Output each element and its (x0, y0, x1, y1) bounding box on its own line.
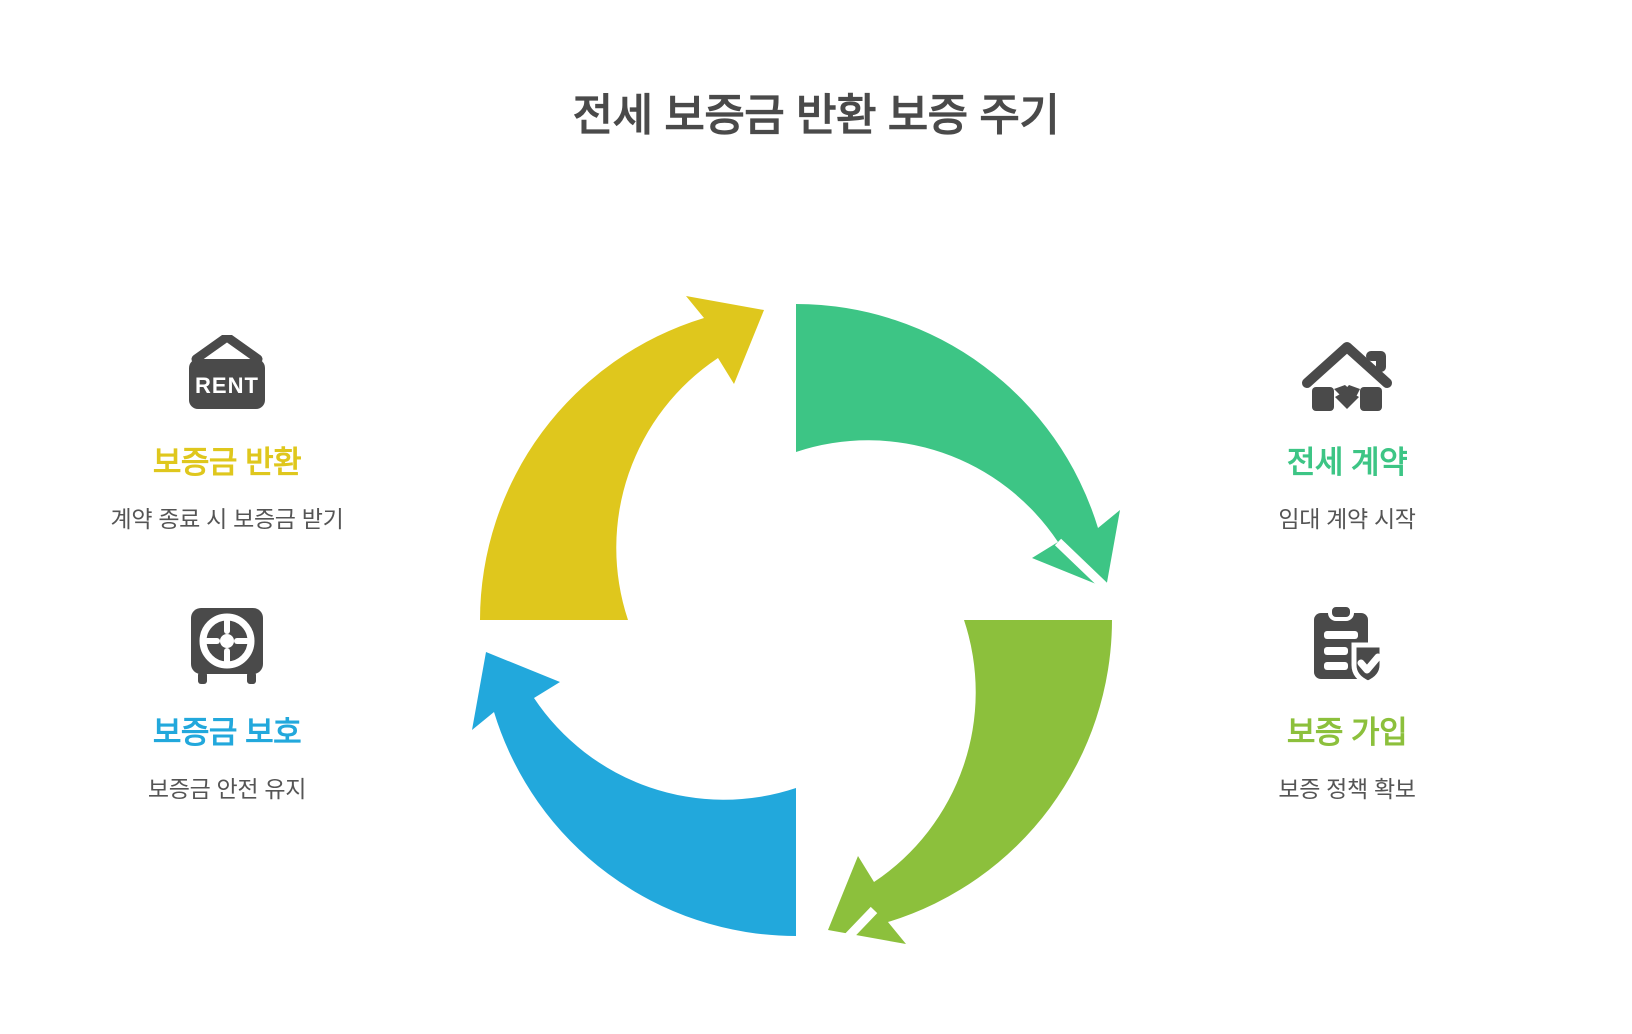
cycle-inner-disc (648, 472, 944, 768)
safe-vault-icon (62, 600, 392, 692)
clipboard-shield-check-icon (1182, 600, 1512, 692)
cycle-arrow-green (796, 304, 1120, 588)
cycle-arrow-olive (828, 620, 1112, 944)
cycle-arrow-yellow (480, 296, 764, 620)
cycle-segment-deposit-protection[interactable] (472, 652, 796, 936)
cycle-segment-guarantee-signup[interactable] (828, 620, 1112, 944)
step-title-contract: 전세 계약 (1286, 445, 1408, 480)
step-desc-guarantee-signup: 보증 정책 확보 (1278, 775, 1416, 802)
left-step-column: RENT 보증금 반환 계약 종료 시 보증금 받기 보증금 보호 (62, 330, 392, 870)
right-step-column: 전세 계약 임대 계약 시작 보증 가입 보증 정책 확보 (1182, 330, 1512, 870)
step-card-contract[interactable]: 전세 계약 임대 계약 시작 (1182, 330, 1512, 536)
svg-text:RENT: RENT (195, 373, 259, 398)
step-title-guarantee-signup: 보증 가입 (1286, 715, 1408, 751)
step-card-deposit-return[interactable]: RENT 보증금 반환 계약 종료 시 보증금 받기 (62, 330, 392, 536)
step-title-deposit-protection: 보증금 보호 (152, 715, 302, 751)
cycle-diagram-svg (472, 296, 1120, 958)
cycle-segment-deposit-return[interactable] (480, 296, 764, 620)
step-title-deposit-return: 보증금 반환 (152, 445, 302, 480)
cycle-segment-contract[interactable] (796, 304, 1120, 588)
step-desc-deposit-protection: 보증금 안전 유지 (147, 775, 307, 802)
house-handshake-icon (1182, 330, 1512, 422)
step-card-deposit-protection[interactable]: 보증금 보호 보증금 안전 유지 (62, 600, 392, 806)
page-title: 전세 보증금 반환 보증 주기 (572, 91, 1060, 140)
cycle-diagram (472, 258, 1120, 958)
step-desc-contract: 임대 계약 시작 (1278, 505, 1416, 532)
step-card-guarantee-signup[interactable]: 보증 가입 보증 정책 확보 (1182, 600, 1512, 806)
cycle-arrow-blue (472, 652, 796, 936)
rent-sign-icon: RENT (62, 330, 392, 422)
step-desc-deposit-return: 계약 종료 시 보증금 받기 (110, 505, 344, 532)
cycle-separators (824, 538, 1110, 958)
